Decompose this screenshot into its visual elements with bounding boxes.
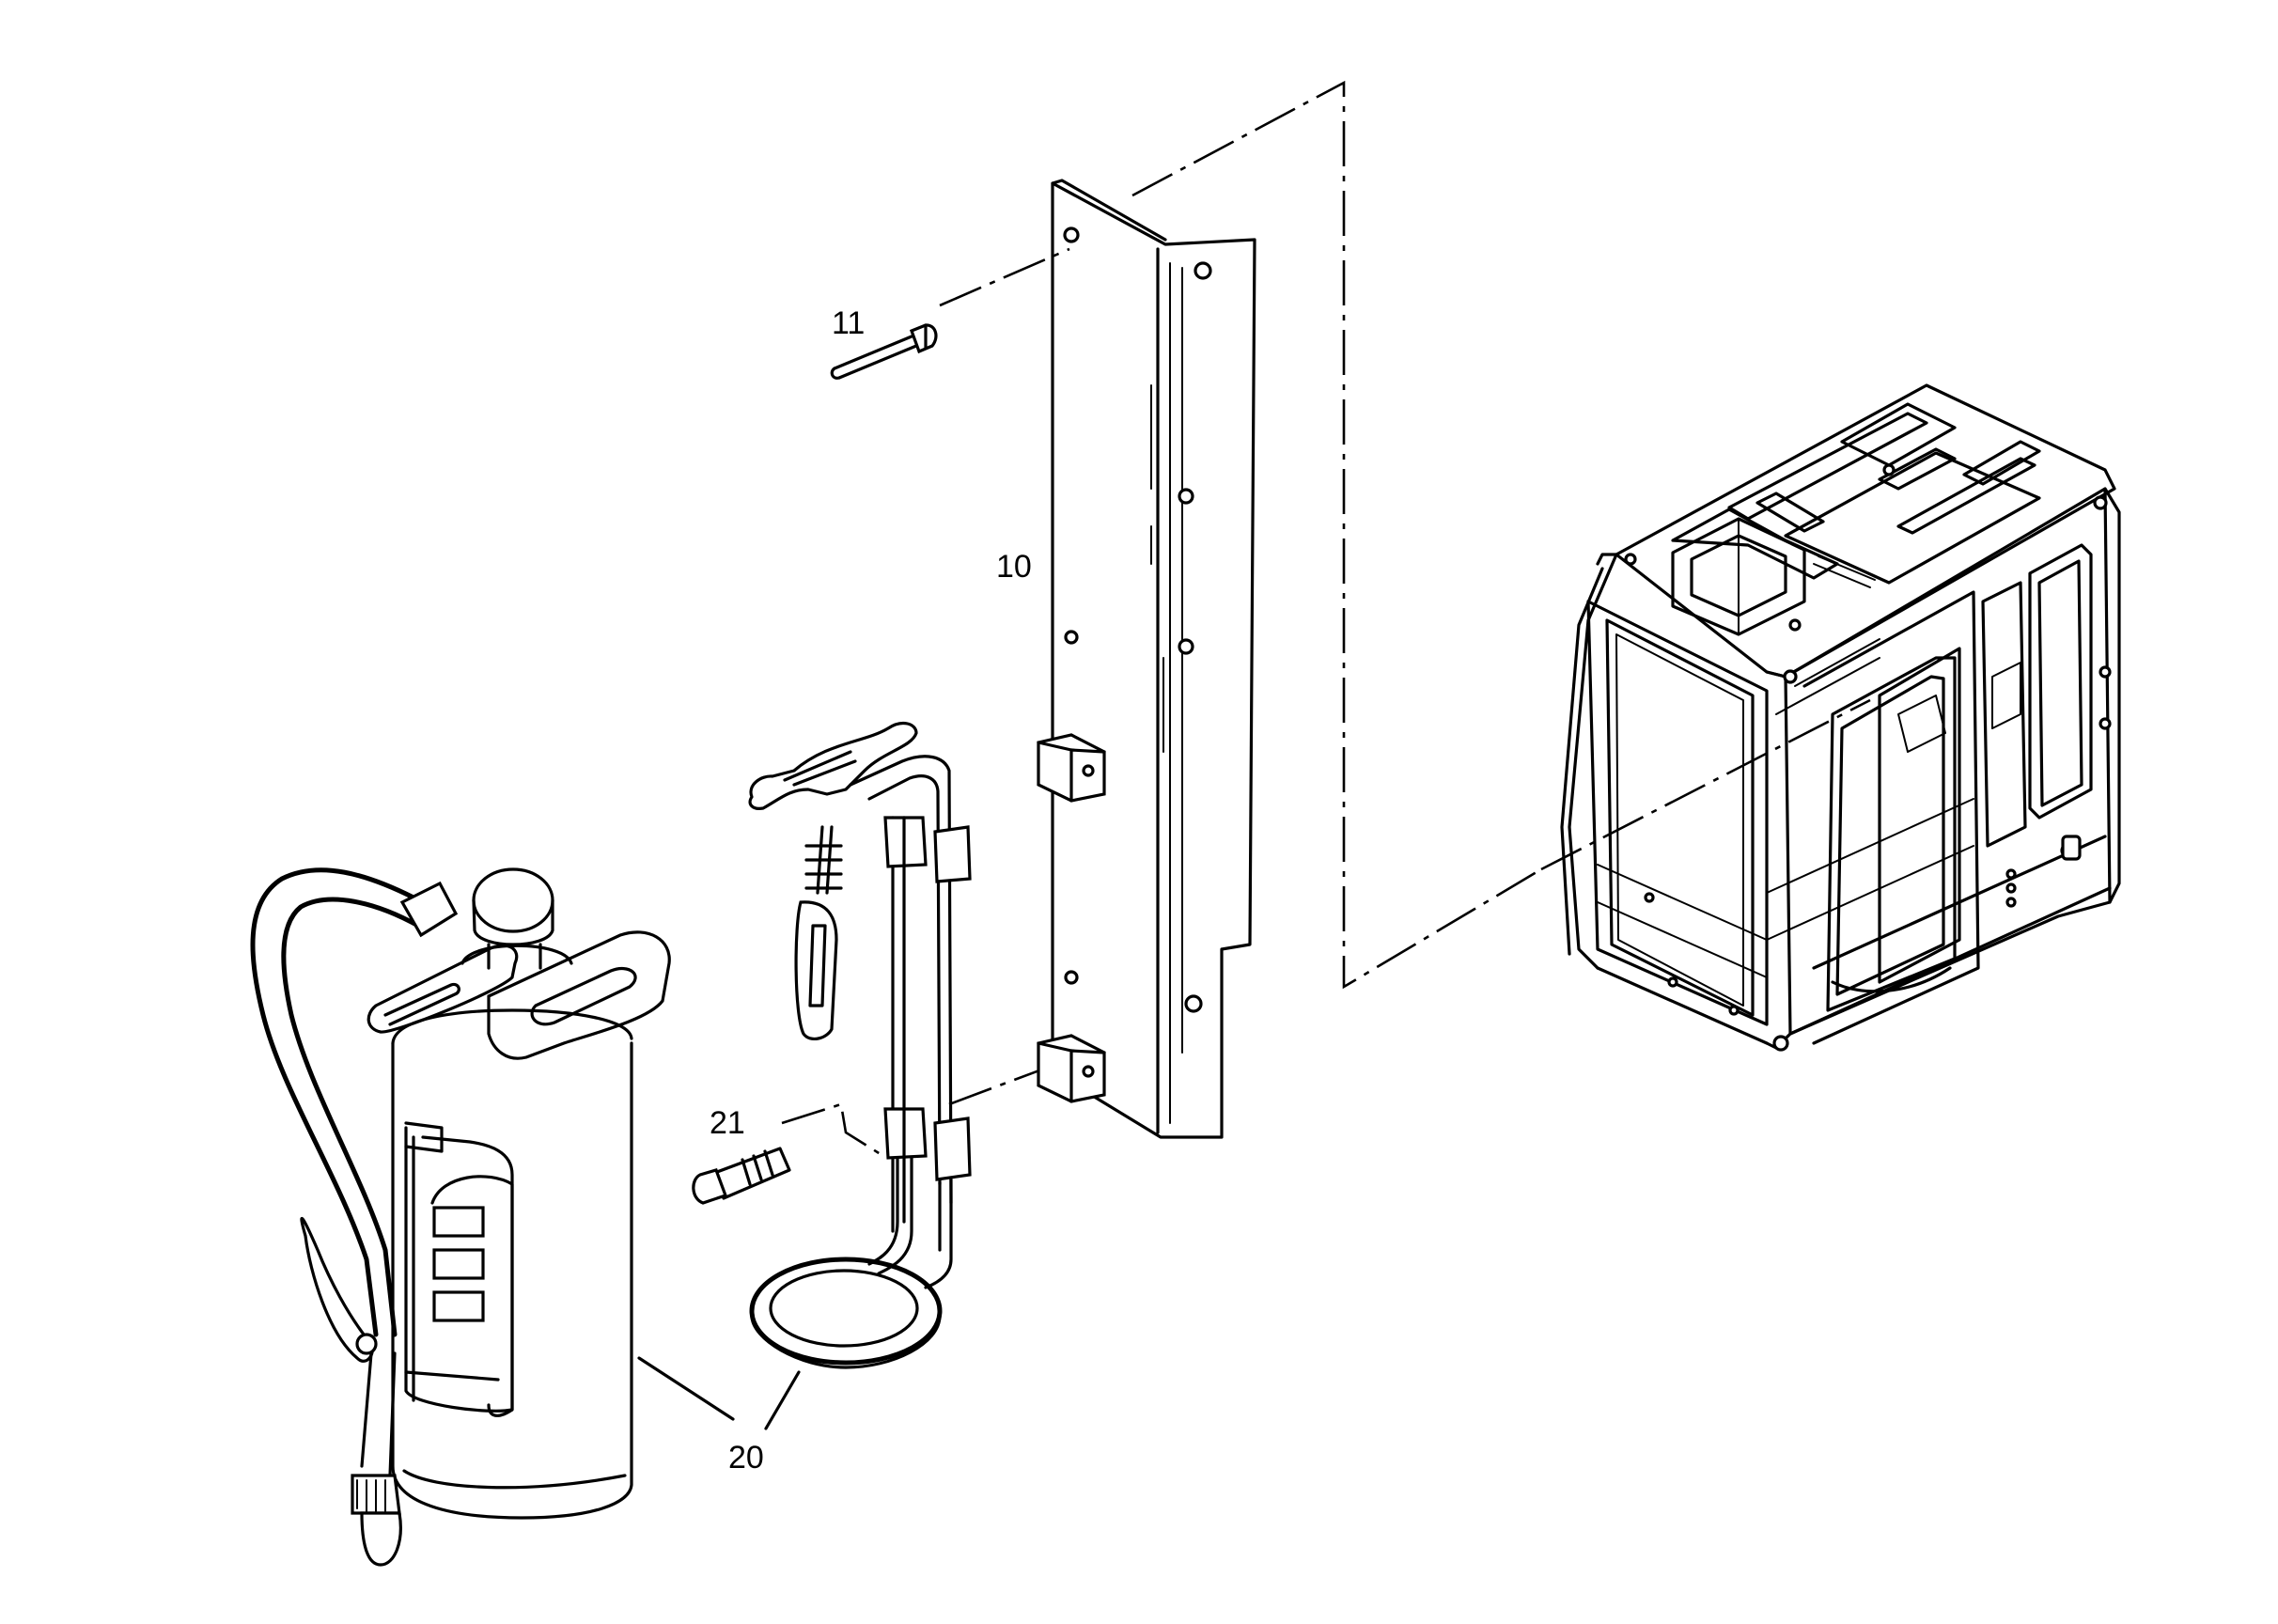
callout-20: 20 (728, 1440, 764, 1476)
callout-10: 10 (996, 549, 1032, 585)
mounting-panel (1037, 179, 1256, 1139)
screw (692, 1147, 791, 1205)
extinguisher-bracket (748, 721, 972, 1369)
operator-cab (1560, 383, 2121, 1052)
callout-11: 11 (832, 305, 865, 341)
callout-21: 21 (710, 1105, 745, 1141)
callout-leaders (637, 1356, 801, 1430)
bolt (830, 323, 938, 380)
fire-extinguisher (250, 867, 671, 1567)
